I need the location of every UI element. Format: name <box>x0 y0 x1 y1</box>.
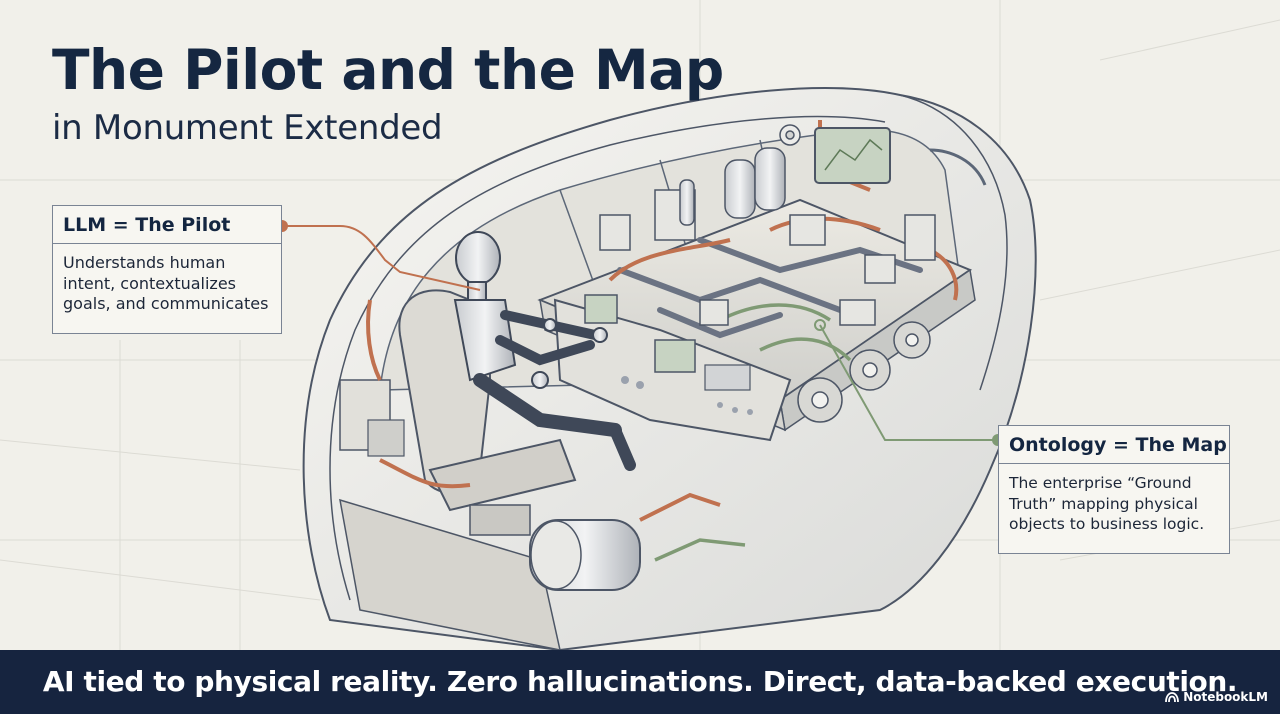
control-console <box>553 294 792 442</box>
monitor-screen <box>814 127 891 184</box>
page-subtitle: in Monument Extended <box>52 108 443 148</box>
callout-llm-body: Understands human intent, contextualizes… <box>63 253 269 313</box>
robot-pilot <box>453 231 636 471</box>
brand-name: NotebookLM <box>1183 690 1268 704</box>
callout-llm-heading: LLM = The Pilot <box>53 206 281 244</box>
callout-ontology: Ontology = The Map The enterprise “Groun… <box>998 425 1230 554</box>
callout-ontology-body: The enterprise “Ground Truth” mapping ph… <box>1009 474 1205 533</box>
gear <box>779 124 801 146</box>
brand-mark: NotebookLM <box>1165 690 1268 704</box>
page-title: The Pilot and the Map <box>52 38 724 102</box>
callout-ontology-heading: Ontology = The Map <box>999 426 1229 464</box>
footer-bar <box>0 650 1280 714</box>
tank <box>339 492 746 651</box>
side-panel <box>339 299 471 489</box>
callout-llm: LLM = The Pilot Understands human intent… <box>52 205 282 334</box>
footer-tagline: AI tied to physical reality. Zero halluc… <box>42 665 1238 698</box>
notebooklm-logo-icon <box>1165 692 1180 703</box>
